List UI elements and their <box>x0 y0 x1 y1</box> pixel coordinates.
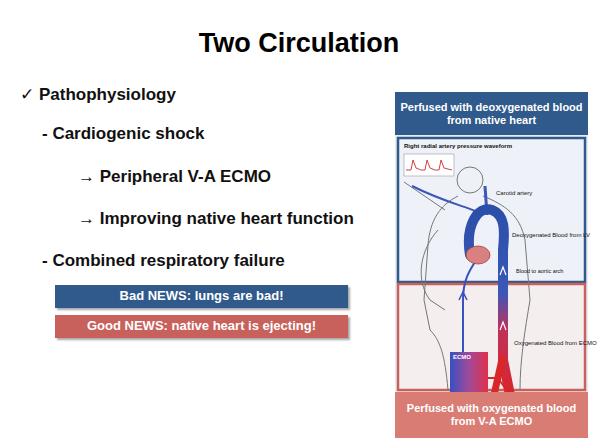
figure-label: Deoxygenated Blood from LV <box>512 232 590 238</box>
iliac-artery <box>494 355 503 395</box>
news-banner: Good NEWS: native heart is ejecting! <box>55 315 348 338</box>
figure-label: Right radial artery pressure waveform <box>404 143 512 149</box>
figure-label: Blood to aortic arch <box>516 268 563 274</box>
figure-label: Carotid artery <box>496 190 532 196</box>
subclavian-artery <box>412 186 478 212</box>
figure-label: Oxygenated Blood from ECMO <box>514 340 597 346</box>
region-header: Perfused with deoxygenated blood from na… <box>395 92 588 135</box>
node-text: Bad NEWS: lungs are bad! <box>120 289 284 304</box>
node-text: Perfused with oxygenated blood from V-A … <box>400 402 583 427</box>
heart <box>466 246 490 264</box>
bullet-subitem: → Peripheral V-A ECMO <box>78 167 271 187</box>
node-text: Perfused with deoxygenated blood from na… <box>400 101 583 126</box>
venous-cannula <box>463 262 475 352</box>
node-text: Good NEWS: native heart is ejecting! <box>87 319 316 334</box>
slide-title: Two Circulation <box>0 28 598 59</box>
flow-arrow <box>459 292 467 300</box>
lower-region <box>398 284 585 390</box>
panel-ground <box>395 92 588 438</box>
bullet-subitem: → Improving native heart function <box>78 209 354 229</box>
ecmo-machine: ECMO <box>450 352 488 394</box>
bullet-item: - Cardiogenic shock <box>42 124 204 144</box>
body-outline <box>404 167 530 390</box>
region-footer: Perfused with oxygenated blood from V-A … <box>395 392 588 438</box>
arterial-cannula <box>487 378 505 388</box>
news-banner: Bad NEWS: lungs are bad! <box>55 285 348 308</box>
bullet-heading: ✓ Pathophysiology <box>20 84 176 105</box>
bullet-item: - Combined respiratory failure <box>42 251 285 271</box>
flow-arrow <box>500 322 506 330</box>
waveform-box <box>404 154 454 176</box>
node-text: ECMO <box>453 354 471 361</box>
flow-arrow <box>500 267 506 275</box>
pressure-waveform <box>406 160 452 170</box>
